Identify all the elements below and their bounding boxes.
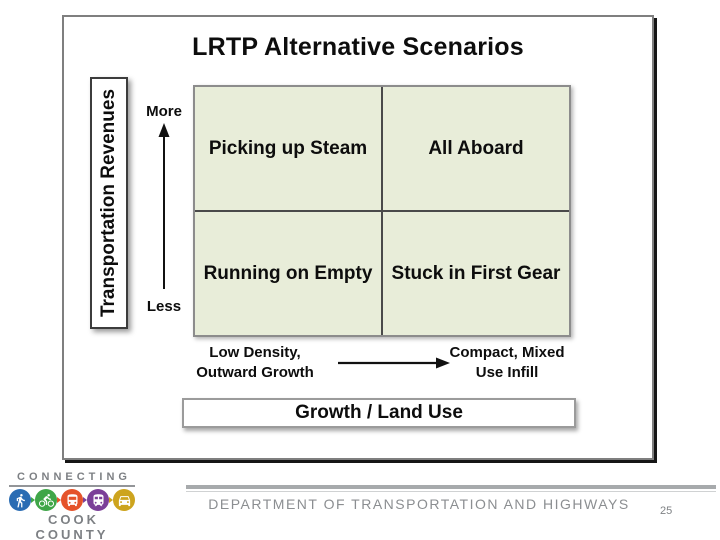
y-axis-less-label: Less [146,298,182,315]
logo-connector-icon [31,497,35,503]
slide: LRTP Alternative Scenarios Transportatio… [62,15,654,460]
quadrant-label: All Aboard [428,137,524,159]
car-icon [113,489,135,511]
quadrant-bottom-right: Stuck in First Gear [383,212,569,335]
y-axis-arrow-icon [158,123,170,289]
pedestrian-icon [9,489,31,511]
train-icon [87,489,109,511]
quadrant-label: Picking up Steam [208,137,368,159]
footer-divider-bar [186,485,716,489]
page-number: 25 [660,505,673,517]
scenario-matrix: Picking up Steam All Aboard Running on E… [193,85,571,337]
logo-connector-icon [57,497,61,503]
connecting-cook-county-logo: CONNECTING COOK COUNTY [9,471,135,540]
logo-text-connecting: CONNECTING [17,471,131,483]
quadrant-bottom-left: Running on Empty [195,212,381,335]
x-axis-left-label: Low Density, Outward Growth [175,343,335,383]
y-axis-label: Transportation Revenues [98,88,119,318]
x-axis-arrow-icon [338,357,450,369]
logo-connector-icon [83,497,87,503]
footer-department-text: DEPARTMENT OF TRANSPORTATION AND HIGHWAY… [208,496,630,512]
footer-divider-thin-line [186,491,716,492]
slide-title: LRTP Alternative Scenarios [192,33,524,61]
x-axis-right-label-line2: Use Infill [475,364,539,381]
bicycle-icon [35,489,57,511]
footer-divider [186,485,716,492]
logo-connector-icon [109,497,113,503]
quadrant-top-right: All Aboard [383,87,569,210]
y-axis-more-label: More [146,103,182,120]
quadrant-top-left: Picking up Steam [195,87,381,210]
quadrant-label: Stuck in First Gear [391,262,561,284]
x-axis-left-label-line1: Low Density, [209,344,301,361]
x-axis-left-label-line2: Outward Growth [196,364,314,381]
bus-icon [61,489,83,511]
x-axis-right-label-line1: Compact, Mixed [449,344,565,361]
x-axis-title-box: Growth / Land Use [182,398,576,428]
y-axis-label-box: Transportation Revenues [90,77,128,329]
quadrant-label: Running on Empty [203,262,373,284]
x-axis-right-label: Compact, Mixed Use Infill [427,343,587,383]
logo-text-cook-county: COOK COUNTY [35,512,109,540]
logo-underline [9,485,135,487]
logo-icon-row [9,489,135,511]
